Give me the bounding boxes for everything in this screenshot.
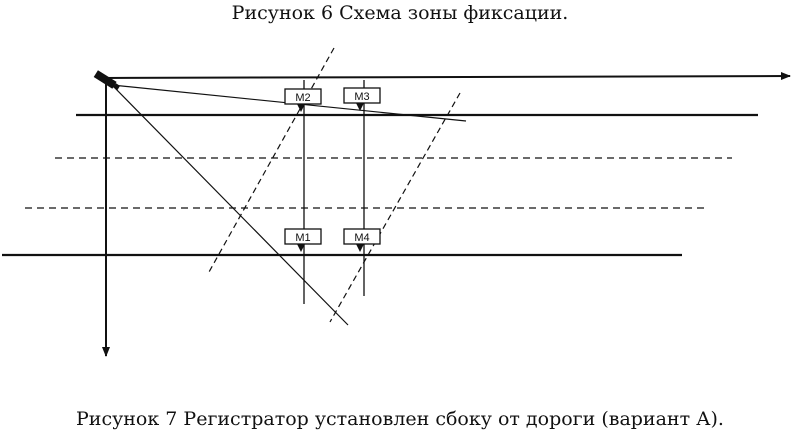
marker-m4-label: M4 bbox=[354, 232, 369, 244]
marker-m2: M2 bbox=[284, 88, 322, 112]
figure-6-caption: Рисунок 6 Схема зоны фиксации. bbox=[231, 2, 569, 24]
x-axis-arrow bbox=[102, 72, 791, 81]
figure-7-caption: Рисунок 7 Регистратор установлен сбоку о… bbox=[76, 408, 724, 430]
marker-m1-label: M1 bbox=[295, 232, 310, 244]
zone-diagonal-left bbox=[208, 47, 335, 273]
marker-m3: M3 bbox=[343, 87, 381, 111]
marker-m2-label: M2 bbox=[295, 92, 310, 104]
marker-m3-label: M3 bbox=[354, 91, 369, 103]
camera-icon bbox=[93, 70, 121, 91]
fov-ray-lower bbox=[111, 84, 349, 326]
zone-diagonal-right bbox=[329, 92, 461, 323]
marker-m4: M4 bbox=[343, 228, 381, 252]
marker-m1: M1 bbox=[284, 228, 322, 252]
